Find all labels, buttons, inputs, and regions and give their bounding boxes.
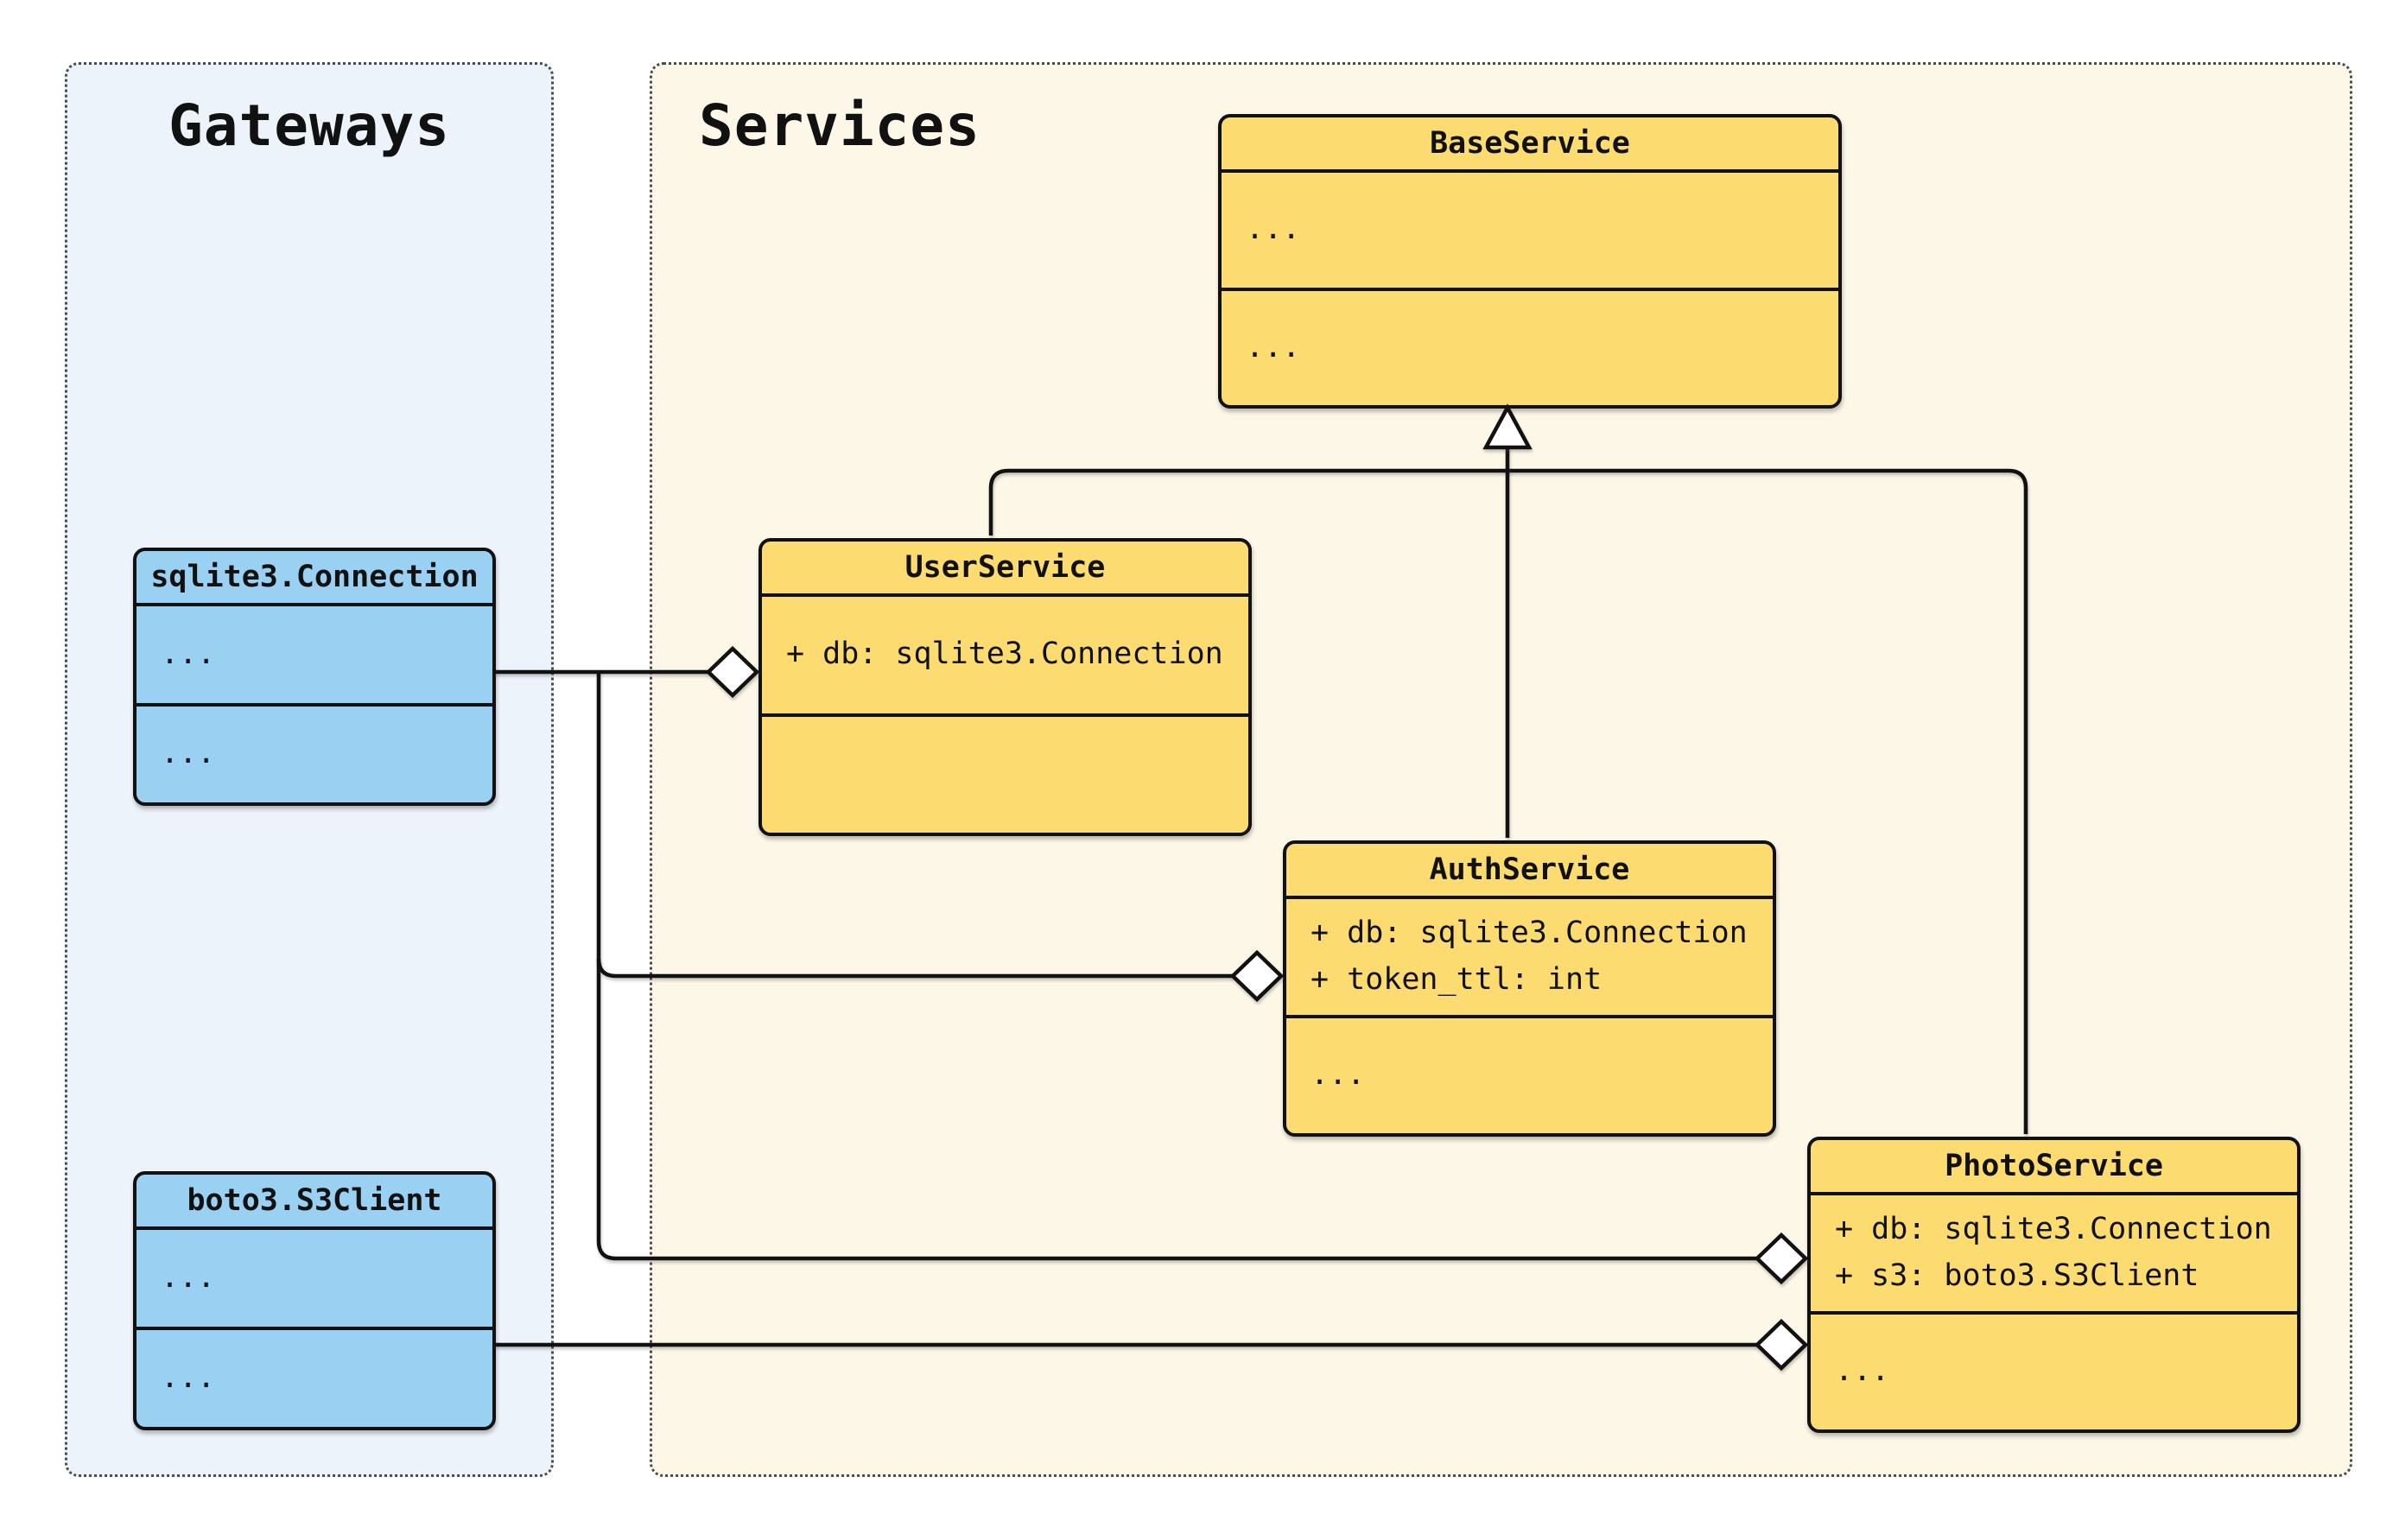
class-attributes-userservice: + db: sqlite3.Connection: [762, 593, 1248, 713]
class-node-boto3-s3client: boto3.S3Client ... ...: [133, 1171, 496, 1430]
class-node-photoservice: PhotoService + db: sqlite3.Connection + …: [1807, 1137, 2301, 1433]
method-line: ...: [1246, 329, 1301, 364]
services-group-panel: Services BaseService ... ... UserService…: [650, 62, 2352, 1477]
attribute-line: + db: sqlite3.Connection: [1311, 916, 1748, 950]
class-attributes-sqlite3-connection: ...: [136, 603, 492, 703]
method-line: ...: [1311, 1057, 1366, 1093]
attribute-line: ...: [1246, 212, 1301, 247]
class-title-userservice: UserService: [904, 550, 1106, 585]
class-attributes-authservice: + db: sqlite3.Connection + token_ttl: in…: [1286, 896, 1773, 1015]
attribute-line: ...: [161, 1260, 216, 1296]
class-title-photoservice: PhotoService: [1945, 1149, 2163, 1183]
method-line: ...: [161, 736, 216, 771]
gateways-group-panel: Gateways sqlite3.Connection ... ... boto…: [65, 62, 554, 1477]
class-methods-sqlite3-connection: ...: [136, 702, 492, 803]
class-node-baseservice: BaseService ... ...: [1218, 114, 1842, 409]
class-methods-userservice: [762, 713, 1248, 833]
attribute-line: + s3: boto3.S3Client: [1835, 1258, 2199, 1293]
class-attributes-photoservice: + db: sqlite3.Connection + s3: boto3.S3C…: [1811, 1192, 2297, 1311]
class-attributes-boto3-s3client: ...: [136, 1226, 492, 1327]
class-methods-baseservice: ...: [1222, 287, 1838, 406]
attribute-line: + db: sqlite3.Connection: [786, 637, 1223, 672]
class-node-authservice: AuthService + db: sqlite3.Connection + t…: [1283, 840, 1776, 1137]
method-line: ...: [161, 1360, 216, 1396]
class-methods-photoservice: ...: [1811, 1310, 2297, 1430]
class-node-userservice: UserService + db: sqlite3.Connection: [758, 538, 1252, 836]
gateways-group-title: Gateways: [168, 92, 450, 159]
class-title-authservice: AuthService: [1429, 852, 1630, 887]
attribute-line: ...: [161, 636, 216, 671]
attribute-line: + db: sqlite3.Connection: [1835, 1212, 2272, 1246]
attribute-line: + token_ttl: int: [1311, 961, 1603, 997]
class-title-baseservice: BaseService: [1430, 126, 1630, 161]
class-node-sqlite3-connection: sqlite3.Connection ... ...: [133, 548, 496, 806]
class-attributes-baseservice: ...: [1222, 169, 1838, 288]
services-group-title: Services: [699, 92, 981, 159]
class-methods-authservice: ...: [1286, 1014, 1773, 1134]
class-title-boto3-s3client: boto3.S3Client: [187, 1183, 442, 1218]
class-methods-boto3-s3client: ...: [136, 1327, 492, 1427]
class-title-sqlite3-connection: sqlite3.Connection: [150, 560, 479, 594]
method-line: ...: [1835, 1353, 1890, 1389]
